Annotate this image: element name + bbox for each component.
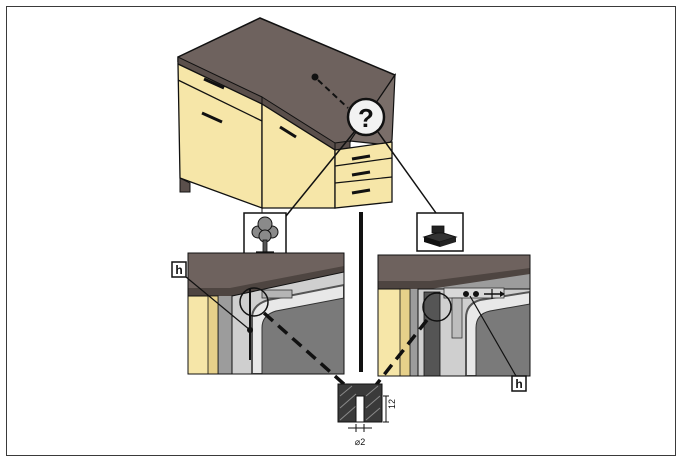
- right-detail-view: h: [374, 254, 531, 392]
- wood-icon: [243, 212, 287, 258]
- dimension-diameter: ⌀2: [355, 437, 365, 447]
- left-detail-view: h: [171, 252, 347, 387]
- question-mark: ?: [358, 103, 374, 133]
- cabinet-right-front: [334, 141, 393, 209]
- screws-icon: [416, 212, 464, 252]
- question-callout: ?: [285, 97, 437, 217]
- section-detail: 12 ⌀2: [337, 383, 397, 447]
- dimension-height: 12: [387, 399, 397, 409]
- right-marker-h: h: [515, 377, 522, 391]
- left-marker-h: h: [175, 263, 182, 277]
